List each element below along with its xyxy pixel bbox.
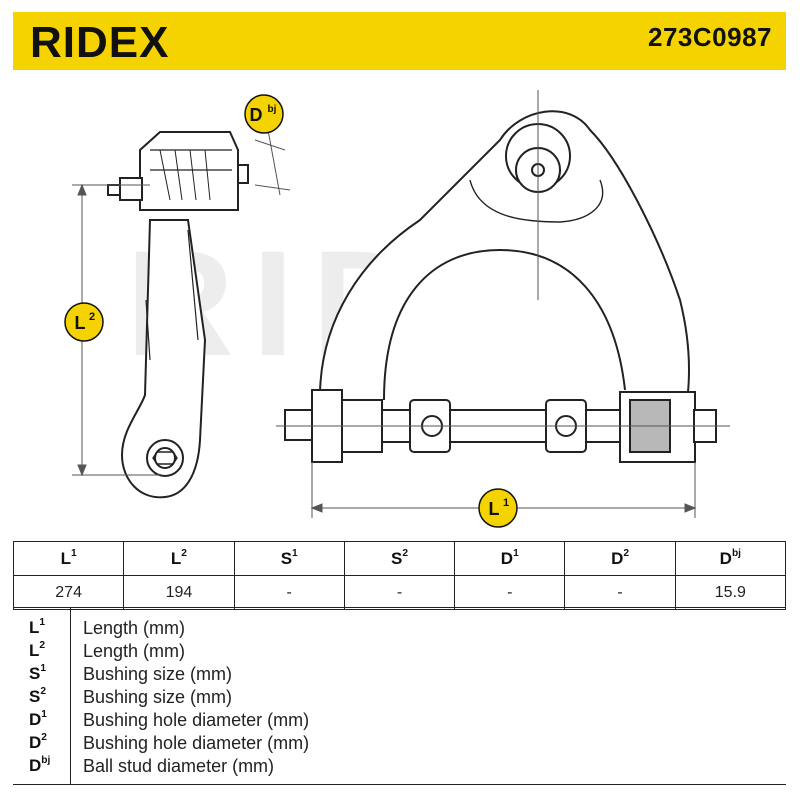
spec-value-row: 274 194 - - - - 15.9 xyxy=(12,575,787,610)
spec-header-s2: S2 xyxy=(343,541,456,576)
spec-value-dbj: 15.9 xyxy=(674,575,787,610)
control-arm-top-view xyxy=(284,110,717,463)
ridex-logo: RIDEX xyxy=(30,18,169,64)
badge-l1: L 1 xyxy=(478,488,518,528)
badge-l2-sup: 2 xyxy=(89,311,95,323)
legend-desc: Length (mm) xyxy=(83,641,186,661)
legend-code: D1 xyxy=(29,709,47,729)
spec-header-d1: D1 xyxy=(454,541,566,576)
spec-value-l2: 194 xyxy=(123,575,235,610)
spec-value-s1: - xyxy=(233,575,345,610)
technical-drawing: RIDEX xyxy=(64,90,730,528)
legend-desc: Bushing hole diameter (mm) xyxy=(83,710,310,730)
logo-text: RIDEX xyxy=(30,18,169,64)
legend-row-l2: L2 Length (mm) xyxy=(13,640,786,664)
legend-row-dbj: Dbj Ball stud diameter (mm) xyxy=(13,755,786,779)
spec-header-l2: L2 xyxy=(123,541,235,576)
legend-code: L2 xyxy=(29,640,46,660)
spec-header-row: L1 L2 S1 S2 D1 D2 Dbj xyxy=(12,541,787,576)
badge-l2-base: L xyxy=(75,313,86,333)
spec-value-s2: - xyxy=(343,575,456,610)
badge-dbj-sup: bj xyxy=(268,104,277,115)
legend-code: L1 xyxy=(29,617,46,637)
legend-code: D2 xyxy=(29,732,47,752)
spec-header-l1: L1 xyxy=(12,541,125,576)
legend-code: S1 xyxy=(29,663,47,683)
spec-header-d2: D2 xyxy=(564,541,676,576)
badge-l1-sup: 1 xyxy=(503,497,509,509)
legend-desc: Bushing size (mm) xyxy=(83,687,233,707)
spec-value-l1: 274 xyxy=(12,575,125,610)
badge-l2: L 2 xyxy=(64,302,104,342)
legend-desc: Bushing hole diameter (mm) xyxy=(83,733,310,753)
legend-desc: Ball stud diameter (mm) xyxy=(83,756,275,776)
badge-dbj: D bj xyxy=(244,94,284,134)
legend-code: S2 xyxy=(29,686,47,706)
control-arm-side-view xyxy=(107,131,249,499)
badge-l1-base: L xyxy=(489,499,500,519)
legend-row-l1: L1 Length (mm) xyxy=(13,617,786,641)
spec-table: L1 L2 S1 S2 D1 D2 Dbj 274 194 - - - - 15… xyxy=(12,541,787,610)
legend-desc: Length (mm) xyxy=(83,618,186,638)
spec-header-s1: S1 xyxy=(233,541,345,576)
legend-row-d2: D2 Bushing hole diameter (mm) xyxy=(13,732,786,756)
spec-value-d2: - xyxy=(564,575,676,610)
legend-code: Dbj xyxy=(29,755,51,775)
legend-divider xyxy=(70,608,71,784)
legend-row-s2: S2 Bushing size (mm) xyxy=(13,686,786,710)
center-lines xyxy=(276,90,730,427)
spec-header-dbj: Dbj xyxy=(674,541,787,576)
dimension-line-dbj xyxy=(254,129,291,196)
header-bar: RIDEX 273C0987 xyxy=(13,12,786,70)
badge-dbj-base: D xyxy=(250,105,263,125)
legend: L1 Length (mm) L2 Length (mm) S1 Bushing… xyxy=(13,607,786,785)
spec-value-d1: - xyxy=(454,575,566,610)
legend-row-s1: S1 Bushing size (mm) xyxy=(13,663,786,687)
legend-desc: Bushing size (mm) xyxy=(83,664,233,684)
legend-row-d1: D1 Bushing hole diameter (mm) xyxy=(13,709,786,733)
part-number: 273C0987 xyxy=(648,22,772,52)
